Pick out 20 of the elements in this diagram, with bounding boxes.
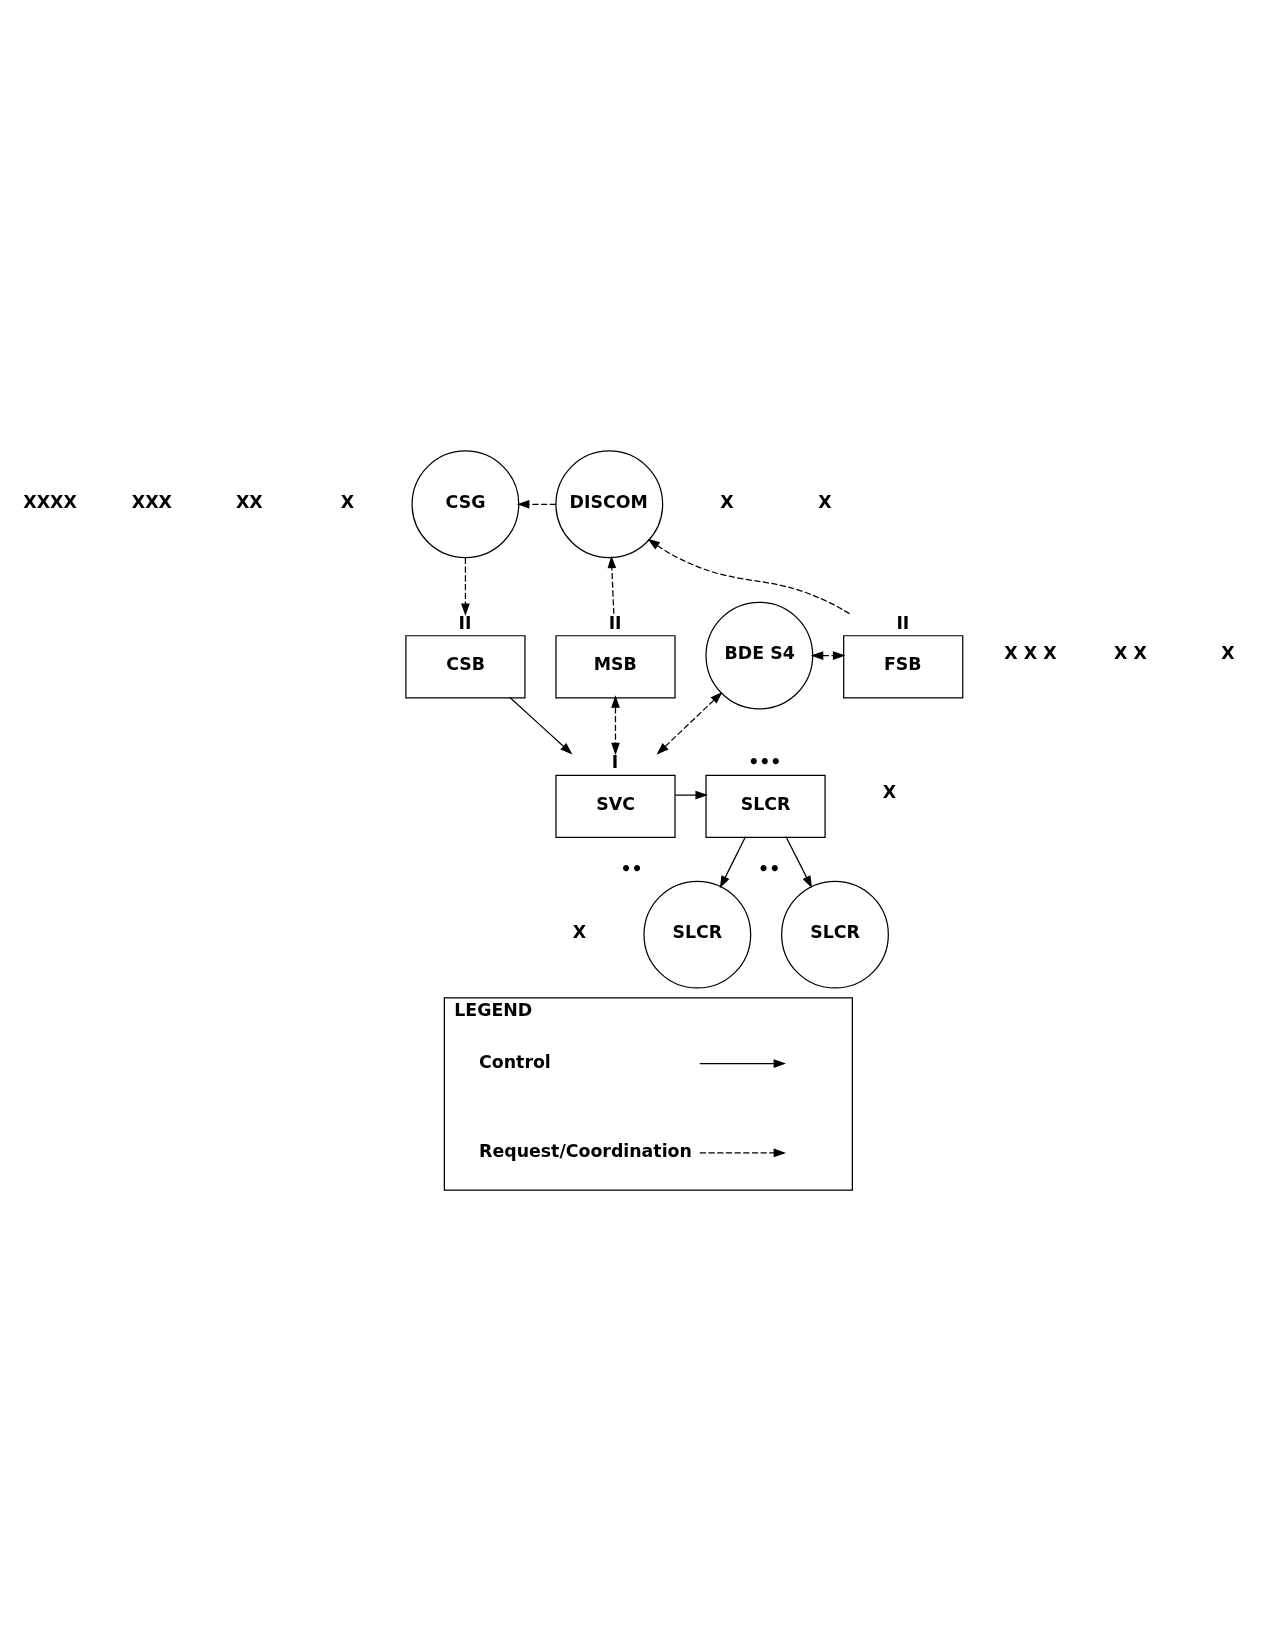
- label: X: [818, 491, 832, 512]
- label: X: [720, 491, 734, 512]
- node-label: II: [608, 612, 622, 633]
- node-label: II: [458, 612, 472, 633]
- node-label: II: [896, 612, 910, 633]
- legend-label: Request/Coordination: [479, 1140, 692, 1161]
- label: X: [1221, 642, 1235, 663]
- label: X X: [1114, 642, 1147, 663]
- node-label: ••: [620, 858, 643, 879]
- node-label: I: [611, 751, 619, 772]
- label: X: [572, 921, 587, 942]
- label: X: [882, 781, 897, 802]
- label: XX: [235, 491, 263, 512]
- label: XXXX: [23, 491, 77, 512]
- label: X: [340, 491, 355, 512]
- label: X X X: [1004, 642, 1057, 663]
- legend-label: Control: [479, 1051, 551, 1072]
- node-label: ••: [758, 858, 781, 879]
- label: XXX: [131, 491, 172, 512]
- node-label: •••: [748, 751, 782, 772]
